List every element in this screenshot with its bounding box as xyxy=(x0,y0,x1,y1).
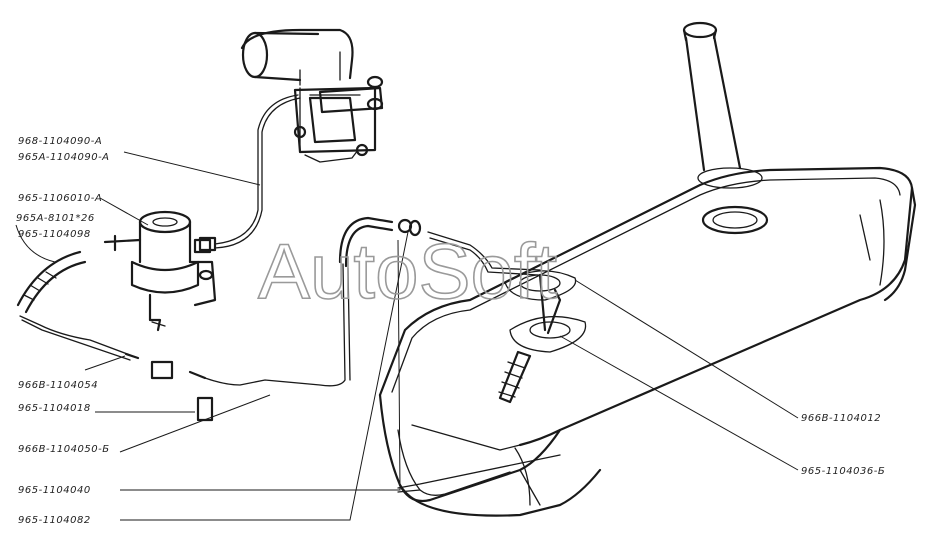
part-label-965-1104018: 965-1104018 xyxy=(18,403,91,414)
part-label-966v-1104050-b: 966В-1104050-Б xyxy=(18,444,110,455)
part-label-965a-1104090-a: 965А-1104090-А xyxy=(18,152,110,163)
part-label-968-1104090-a: 968-1104090-A xyxy=(18,136,102,147)
fuel-valve xyxy=(240,28,384,163)
fuel-tank xyxy=(378,21,917,517)
fuel-pump xyxy=(103,210,217,332)
part-label-965-1104082: 965-1104082 xyxy=(18,515,91,526)
leader-lines xyxy=(15,151,799,521)
watermark-text: AutoSoft xyxy=(258,227,558,315)
part-label-965-1104036-b: 965-1104036-Б xyxy=(801,466,885,477)
fuel-lines xyxy=(16,94,541,422)
part-label-966v-1104054: 966В-1104054 xyxy=(18,380,98,391)
part-label-965a-8101-26: 965А-8101*26 xyxy=(16,213,95,224)
part-label-965-1104040: 965-1104040 xyxy=(18,485,91,496)
part-labels: 968-1104090-A 965А-1104090-А 965-1106010… xyxy=(16,136,885,526)
part-label-965-1106010-a: 965-1106010-A xyxy=(18,193,102,204)
part-label-965-1104098: 965-1104098 xyxy=(18,229,91,240)
part-label-966v-1104012: 966В-1104012 xyxy=(801,413,881,424)
fuel-sender xyxy=(498,270,587,404)
